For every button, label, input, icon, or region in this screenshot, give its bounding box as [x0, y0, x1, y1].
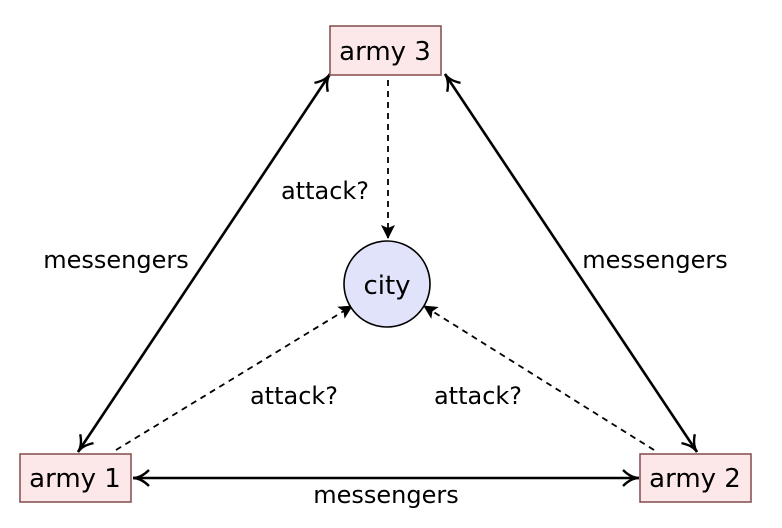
messengers-label-right: messengers	[582, 246, 728, 274]
messengers-label-left: messengers	[43, 246, 189, 274]
edge-army1-army3	[76, 73, 332, 453]
city-node: city	[343, 240, 431, 328]
army3-label: army 3	[339, 37, 431, 67]
attack-label-army2: attack?	[434, 382, 522, 410]
army2-node: army 2	[639, 453, 752, 503]
army3-box	[329, 25, 442, 76]
army2-label: army 2	[649, 464, 741, 494]
edge-army2-army3	[443, 73, 699, 453]
attack-label-army3: attack?	[281, 177, 369, 205]
attack-label-army1: attack?	[250, 382, 338, 410]
army3-node: army 3	[329, 25, 442, 76]
messengers-label-bottom: messengers	[313, 481, 459, 509]
army1-box	[19, 453, 132, 503]
attack-edge-army1	[115, 305, 353, 451]
army1-label: army 1	[29, 464, 121, 494]
city-label: city	[363, 271, 410, 301]
army1-node: army 1	[19, 453, 132, 503]
city-circle	[343, 240, 431, 328]
attack-edge-army2	[423, 305, 655, 451]
army2-box	[639, 453, 752, 503]
